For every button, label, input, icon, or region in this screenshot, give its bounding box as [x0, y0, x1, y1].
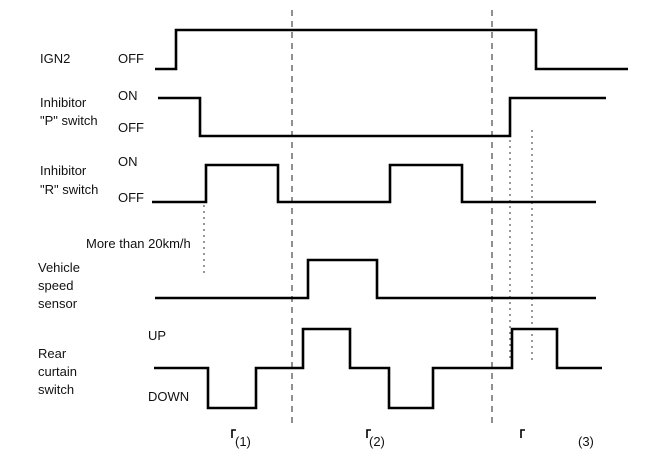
- inhibitor-p-waveform: [158, 96, 606, 138]
- curtain-waveform: [154, 327, 602, 410]
- curtain-up-label: UP: [148, 328, 166, 343]
- speed-label-line2: speed: [38, 278, 73, 293]
- speed-threshold-label: More than 20km/h: [86, 236, 191, 251]
- speed-label-line3: sensor: [38, 296, 78, 311]
- marker-3-tick: [520, 429, 525, 438]
- curtain-down-label: DOWN: [148, 389, 189, 404]
- curtain-label-line1: Rear: [38, 346, 67, 361]
- inhibitor-p-on-label: ON: [118, 88, 138, 103]
- marker-2-tick: [366, 429, 371, 438]
- inhibitor-p-label-line1: Inhibitor: [40, 95, 87, 110]
- inhibitor-r-label-line1: Inhibitor: [40, 163, 87, 178]
- ign2-off-label: OFF: [118, 51, 144, 66]
- marker-3-label: (3): [578, 434, 594, 449]
- inhibitor-r-on-label: ON: [118, 154, 138, 169]
- speed-label-line1: Vehicle: [38, 260, 80, 275]
- inhibitor-r-waveform: [152, 163, 596, 204]
- inhibitor-p-label-line2: "P" switch: [40, 113, 98, 128]
- ign2-waveform: [155, 28, 628, 71]
- marker-1-tick: [231, 429, 236, 438]
- inhibitor-r-label-line2: "R" switch: [40, 182, 98, 197]
- inhibitor-r-off-label: OFF: [118, 190, 144, 205]
- marker-2-label: (2): [369, 434, 385, 449]
- marker-1-label: (1): [235, 434, 251, 449]
- speed-waveform: [155, 258, 596, 300]
- curtain-label-line2: curtain: [38, 364, 77, 379]
- ign2-label: IGN2: [40, 51, 70, 66]
- curtain-label-line3: switch: [38, 382, 74, 397]
- inhibitor-p-off-label: OFF: [118, 120, 144, 135]
